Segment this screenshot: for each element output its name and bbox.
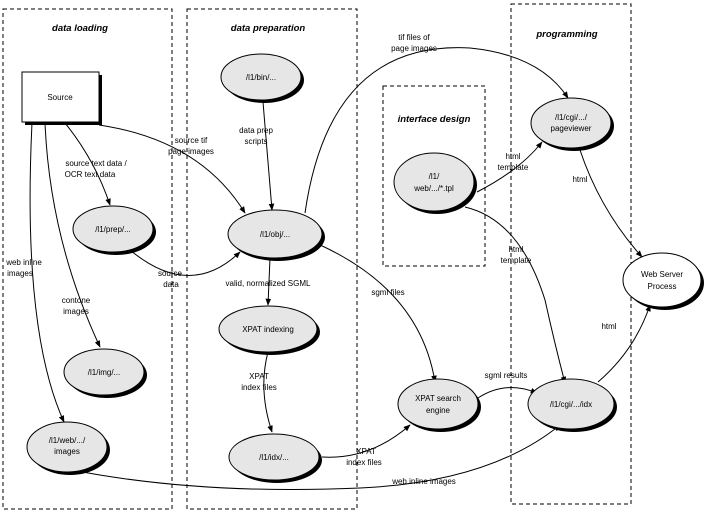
edge-xpat-engine-to-cgi-idx (477, 387, 538, 399)
node-tpl: /l1/ web/.../*.tpl (393, 152, 477, 214)
label-html-template-2-line1: html (508, 245, 523, 254)
node-web-server-line2: Process (648, 282, 677, 291)
node-xpat-engine: XPAT search engine (397, 378, 481, 432)
label-source-data-line1: source (158, 269, 183, 278)
label-contone-line1: contone (62, 296, 91, 305)
edge-prep-to-obj (129, 249, 241, 276)
label-html-2: html (601, 322, 616, 331)
edge-source-to-obj (98, 124, 246, 214)
edge-web-images-to-cgi-idx (71, 424, 561, 491)
node-source: Source (21, 71, 102, 125)
node-cgi-idx-label: /l1/cgi/.../idx (550, 400, 592, 409)
node-cgi-idx: /l1/cgi/.../idx (527, 378, 617, 432)
edges (29, 47, 651, 491)
region-title-programming: programming (535, 29, 597, 40)
label-xpat-index-files-1-line2: index files (241, 383, 277, 392)
label-web-inline-bottom: web inline images (391, 477, 456, 486)
label-xpat-index-files-1-line1: XPAT (249, 372, 269, 381)
node-pageviewer-line2: pageviewer (551, 124, 592, 133)
label-html-template-1-line1: html (505, 152, 520, 161)
node-tpl-line2: web/.../*.tpl (413, 184, 454, 193)
region-title-data-preparation: data preparation (231, 23, 306, 34)
node-prep-label: /l1/prep/... (95, 225, 131, 234)
label-valid-sgml: valid, normalized SGML (226, 279, 311, 288)
region-programming: programming (510, 3, 632, 505)
label-xpat-index-files-2-line1: XPAT (356, 447, 376, 456)
label-sgml-results: sgml results (485, 371, 528, 380)
label-web-inline-left-line1: web inline (5, 258, 42, 267)
edge-idx-to-xpat-engine (321, 424, 411, 458)
edge-obj-to-xpat-engine (317, 243, 437, 383)
node-obj: /l1/obj/... (227, 209, 325, 261)
label-source-tif-line1: source tif (175, 136, 208, 145)
label-html-1: html (572, 175, 587, 184)
node-obj-label: /l1/obj/... (260, 230, 290, 239)
edge-source-to-web-images (29, 122, 65, 423)
label-xpat-index-files-2-line2: index files (346, 458, 382, 467)
label-data-prep-scripts-line2: scripts (244, 137, 267, 146)
region-data-loading: data loading (2, 8, 173, 510)
label-html-template-2-line2: template (501, 256, 532, 265)
node-web-images: /l1/web/.../ images (26, 421, 110, 475)
node-idx-label: /l1/idx/... (259, 453, 289, 462)
node-web-images-line2: images (54, 447, 80, 456)
label-contone-line2: images (63, 307, 89, 316)
node-pageviewer: /l1/cgi/.../ pageviewer (530, 97, 614, 151)
node-xpat-engine-line1: XPAT search (415, 394, 461, 403)
edge-bin-to-obj (262, 101, 275, 211)
edge-cgi-idx-to-web-server (597, 304, 651, 383)
label-html-template-1-line2: template (498, 163, 529, 172)
edge-tpl-to-cgi-idx (464, 206, 567, 384)
region-title-interface-design: interface design (398, 114, 471, 125)
label-tif-files-line1: tif files of (398, 33, 430, 42)
node-xpat-indexing-label: XPAT indexing (242, 325, 294, 334)
edge-obj-to-xpat-indexing (265, 257, 272, 306)
node-source-label: Source (47, 93, 73, 102)
node-bin: /l1/bin/... (220, 53, 304, 103)
label-source-data-line2: data (163, 280, 179, 289)
node-web-server: Web Server Process (622, 252, 704, 310)
node-web-server-line1: Web Server (641, 270, 683, 279)
node-img: /l1/img/... (63, 348, 147, 398)
label-web-inline-left-line2: images (7, 269, 33, 278)
region-title-data-loading: data loading (52, 23, 108, 34)
node-xpat-engine-line2: engine (426, 406, 451, 415)
edge-labels: source text data / OCR text data source … (5, 33, 617, 486)
label-source-text-line2: OCR text data (65, 170, 116, 179)
label-data-prep-scripts-line1: data prep (239, 126, 273, 135)
label-tif-files-line2: page images (391, 44, 437, 53)
node-web-images-line1: /l1/web/.../ (49, 436, 86, 445)
node-xpat-indexing: XPAT indexing (218, 305, 320, 355)
region-data-preparation: data preparation (186, 8, 358, 510)
label-source-text-line1: source text data / (65, 159, 127, 168)
label-sgml-files: sgml files (371, 288, 404, 297)
edge-source-to-prep (64, 122, 111, 206)
node-idx: /l1/idx/... (228, 433, 322, 483)
label-source-tif-line2: page images (168, 147, 214, 156)
edge-pageviewer-to-web-server (579, 149, 643, 258)
node-pageviewer-line1: /l1/cgi/.../ (555, 113, 588, 122)
node-tpl-line1: /l1/ (429, 172, 440, 181)
edge-source-to-img (44, 122, 101, 348)
region-interface-design: interface design (382, 85, 486, 267)
node-bin-label: /l1/bin/... (246, 73, 276, 82)
edge-tpl-to-pageviewer (476, 141, 543, 193)
edge-xpat-indexing-to-idx (263, 351, 273, 433)
edge-obj-to-pageviewer (304, 47, 569, 214)
node-prep: /l1/prep/... (72, 205, 156, 255)
node-img-label: /l1/img/... (88, 368, 120, 377)
